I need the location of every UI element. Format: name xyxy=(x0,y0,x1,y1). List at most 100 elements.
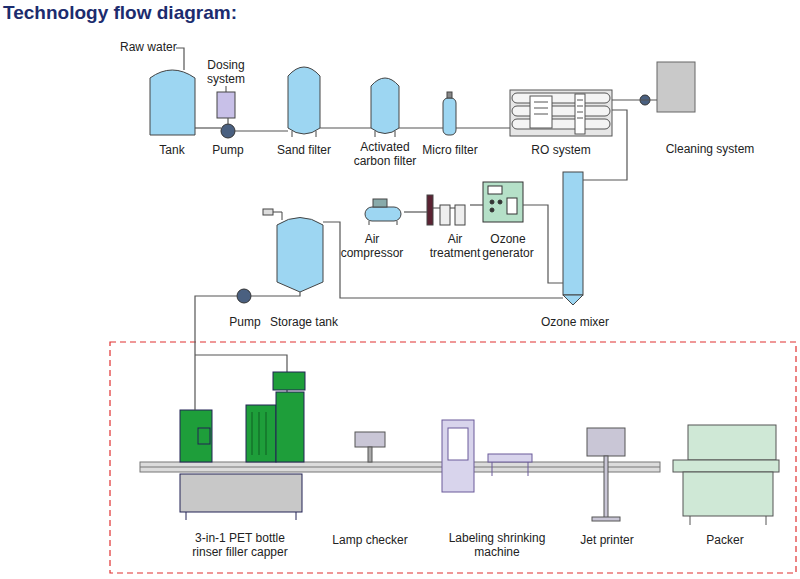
compressor-drawing xyxy=(365,199,401,225)
air-treatment-drawing xyxy=(433,208,455,209)
packer-drawing xyxy=(683,472,773,516)
labeling-machine-drawing xyxy=(488,454,532,462)
filler-machine xyxy=(252,412,266,455)
tank-drawing xyxy=(273,212,282,220)
ozone-mixer-drawing xyxy=(563,172,583,305)
labeling-machine-drawing xyxy=(448,428,468,460)
compressor-drawing xyxy=(365,207,401,221)
equipment: Pump xyxy=(221,124,235,138)
air-treatment-drawing xyxy=(427,195,465,225)
ozone-mixer-drawing xyxy=(563,295,583,305)
packer-drawing xyxy=(673,425,779,525)
filler-machine xyxy=(246,405,276,462)
filter-drawing xyxy=(292,131,395,137)
equipment: 3-in-1 PET bottle rinser filler capper xyxy=(180,410,302,520)
pipe xyxy=(399,127,443,128)
ro-drawing xyxy=(512,93,610,103)
equipment-label: Pump xyxy=(229,315,260,329)
pipe xyxy=(251,292,300,296)
labeling-machine-drawing xyxy=(442,420,474,492)
equipment: Ozone generator xyxy=(483,182,523,222)
equipment-label: Activated carbon filter xyxy=(345,140,425,168)
air-treatment-drawing xyxy=(427,195,433,225)
equipment: Lamp checker xyxy=(355,432,385,462)
ozone-generator-drawing xyxy=(490,200,494,204)
ozone-mixer-drawing xyxy=(563,172,583,295)
packer-drawing xyxy=(673,460,779,472)
equipment-label: Lamp checker xyxy=(332,533,407,547)
equipment-label: Air treatment xyxy=(425,232,485,260)
equipment-label: Sand filter xyxy=(277,143,331,157)
equipment: Sand filter xyxy=(288,62,320,138)
ro-drawing xyxy=(512,106,610,116)
equipment: Pump xyxy=(237,289,251,303)
dosing-drawing xyxy=(217,92,235,118)
cleaning-tank xyxy=(657,62,695,112)
equipment-label: Ozone generator xyxy=(477,232,539,260)
pipe xyxy=(456,127,510,128)
air-treatment-drawing xyxy=(455,205,465,225)
equipment-label: 3-in-1 PET bottle rinser filler capper xyxy=(180,531,300,559)
pipe xyxy=(612,99,657,100)
ro-drawing xyxy=(510,90,612,136)
filter-drawing xyxy=(443,98,456,135)
pipe xyxy=(235,130,288,131)
equipment-label: Tank xyxy=(159,143,184,157)
inlet-label: Raw water xyxy=(120,40,177,54)
filter-drawing xyxy=(288,67,456,137)
pipe xyxy=(195,296,237,410)
filler-machine xyxy=(273,372,305,390)
inlet-pipe xyxy=(176,48,184,70)
ro-drawing xyxy=(530,96,552,128)
equipment-label: Micro filter xyxy=(422,143,477,157)
filler-machine xyxy=(180,372,305,520)
equipment-label: Dosing system xyxy=(201,58,251,86)
pipe xyxy=(404,211,427,212)
jet-printer-drawing xyxy=(587,428,625,521)
tank-drawing xyxy=(263,209,273,215)
filter-drawing xyxy=(447,92,452,98)
conveyor xyxy=(140,462,660,472)
work-area xyxy=(110,342,796,573)
equipment-label: Air compressor xyxy=(337,232,407,260)
equipment: Dosing system xyxy=(217,92,235,118)
filter-drawing xyxy=(288,67,320,134)
packer-drawing xyxy=(690,516,766,525)
lamp-checker-drawing xyxy=(368,447,372,462)
filter-drawing xyxy=(371,78,399,134)
equipment-label: Packer xyxy=(706,533,743,547)
equipment: Air treatment xyxy=(427,193,470,225)
tank-drawing xyxy=(150,70,195,135)
conveyor xyxy=(140,462,660,472)
pump-symbol xyxy=(221,124,235,138)
equipment-label: Labeling shrinking machine xyxy=(440,531,555,559)
equipment-label: Storage tank xyxy=(270,315,338,329)
equipment: Activated carbon filter xyxy=(371,72,399,138)
equipment-label: Pump xyxy=(212,143,243,157)
lamp-checker-drawing xyxy=(355,432,385,447)
filler-machine xyxy=(180,410,212,462)
equipment: Ozone mixer xyxy=(563,170,583,305)
diagram-title: Technology flow diagram: xyxy=(3,2,237,24)
air-treatment-drawing xyxy=(440,205,450,225)
ozone-generator-drawing xyxy=(498,200,502,204)
equipment: Packer xyxy=(673,425,779,525)
ozone-generator-drawing xyxy=(507,198,517,214)
equipment: Storage tank xyxy=(277,212,323,292)
equipment: Jet printer xyxy=(586,428,626,520)
conveyor xyxy=(140,467,660,468)
equipment: RO system xyxy=(510,90,612,136)
pipe xyxy=(195,127,221,128)
jet-printer-drawing xyxy=(604,456,608,518)
equipment: Micro filter xyxy=(443,92,456,136)
pump-symbol xyxy=(237,289,251,303)
equipment-label: Jet printer xyxy=(580,533,633,547)
work-area xyxy=(110,342,796,573)
ro-drawing xyxy=(510,90,612,136)
jet-printer-drawing xyxy=(592,517,620,521)
pipe xyxy=(470,204,483,205)
cleaning-tank xyxy=(657,62,695,112)
pump-symbol xyxy=(221,95,650,303)
